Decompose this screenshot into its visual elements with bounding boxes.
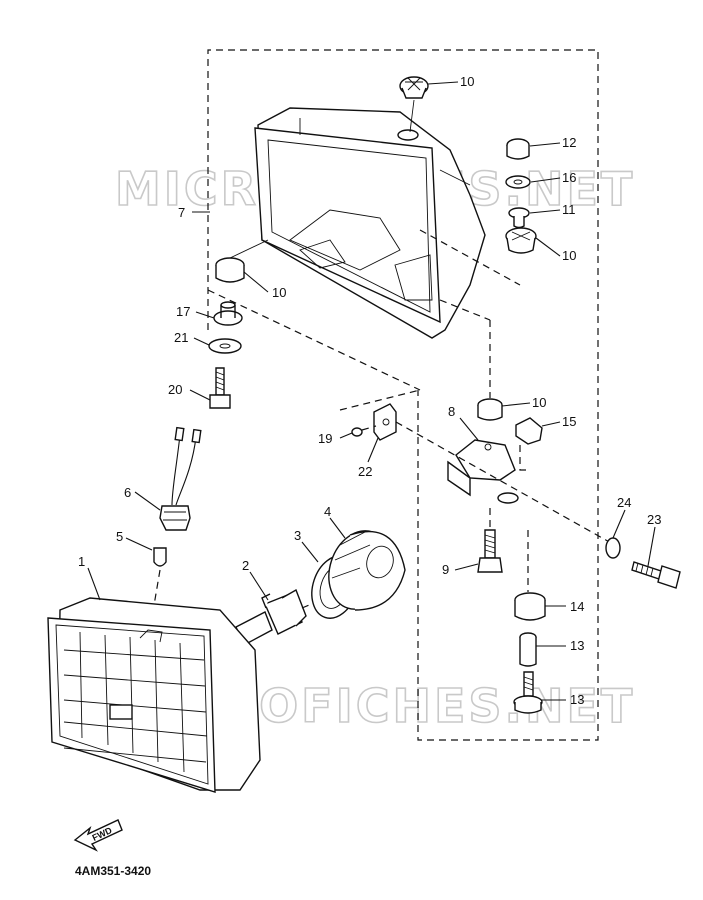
headlight-housing: [254, 107, 486, 339]
grommet-right: [505, 227, 537, 254]
bracket-8: [447, 439, 519, 504]
callout-8: 8: [448, 404, 455, 419]
callout-2: 2: [242, 558, 249, 573]
grommet-top: [399, 76, 429, 99]
callout-11: 11: [562, 202, 576, 217]
bolt-22: [631, 561, 681, 589]
position-bulb: [153, 547, 167, 567]
callout-21: 21: [174, 330, 188, 345]
collar-19: [213, 301, 243, 326]
housing-dashed-frame: [207, 49, 599, 741]
callout-1: 1: [78, 554, 85, 569]
callout-4: 4: [324, 504, 331, 519]
callout-numbers: 10 12 16 11 10 10 7 17 21 20 10 8 15 19 …: [78, 74, 661, 707]
socket-cover: [328, 530, 406, 611]
callout-9: 9: [442, 562, 449, 577]
callout-3: 3: [294, 528, 301, 543]
bolt-9: [477, 529, 503, 573]
callout-leaders: [87, 81, 656, 701]
collar-11: [508, 207, 530, 229]
callout-20: 20: [168, 382, 182, 397]
callout-6: 6: [124, 485, 131, 500]
callout-5: 5: [116, 529, 123, 544]
bracket-plate-23: [373, 403, 397, 441]
callout-10-lower: 10: [532, 395, 546, 410]
callout-17: 16: [562, 170, 576, 185]
washer-21: [208, 338, 242, 354]
bulb-socket-cord: [159, 426, 202, 531]
screw-18: [351, 427, 363, 437]
callout-22: 23: [647, 512, 661, 527]
callout-10-top: 10: [460, 74, 474, 89]
callout-16: 15: [562, 414, 576, 429]
callout-10-right: 10: [562, 248, 576, 263]
washer-24: [605, 537, 621, 559]
nut-12: [506, 138, 530, 160]
callout-23: 22: [358, 464, 372, 479]
callout-7: 7: [178, 205, 185, 220]
diagram-code: 4AM351-3420: [75, 864, 151, 878]
bolt-13: [513, 671, 543, 714]
fwd-arrow: FWD: [73, 819, 123, 852]
bulb-2: [233, 588, 307, 646]
callout-24: 24: [617, 495, 631, 510]
callout-18: 19: [318, 431, 332, 446]
bolt-20: [209, 367, 231, 409]
grommet-left: [215, 257, 245, 283]
callout-19: 17: [176, 304, 190, 319]
headlight-unit: [47, 597, 261, 793]
callout-15: 14: [570, 599, 584, 614]
callout-13: 13: [570, 692, 584, 707]
callout-14: 13: [570, 638, 584, 653]
nut-16: [515, 417, 543, 445]
damper-15: [514, 592, 546, 621]
callout-10-left: 10: [272, 285, 286, 300]
washer-17: [505, 175, 531, 189]
collar-14: [519, 632, 537, 667]
grommet-lower: [477, 398, 503, 421]
callout-12: 12: [562, 135, 576, 150]
